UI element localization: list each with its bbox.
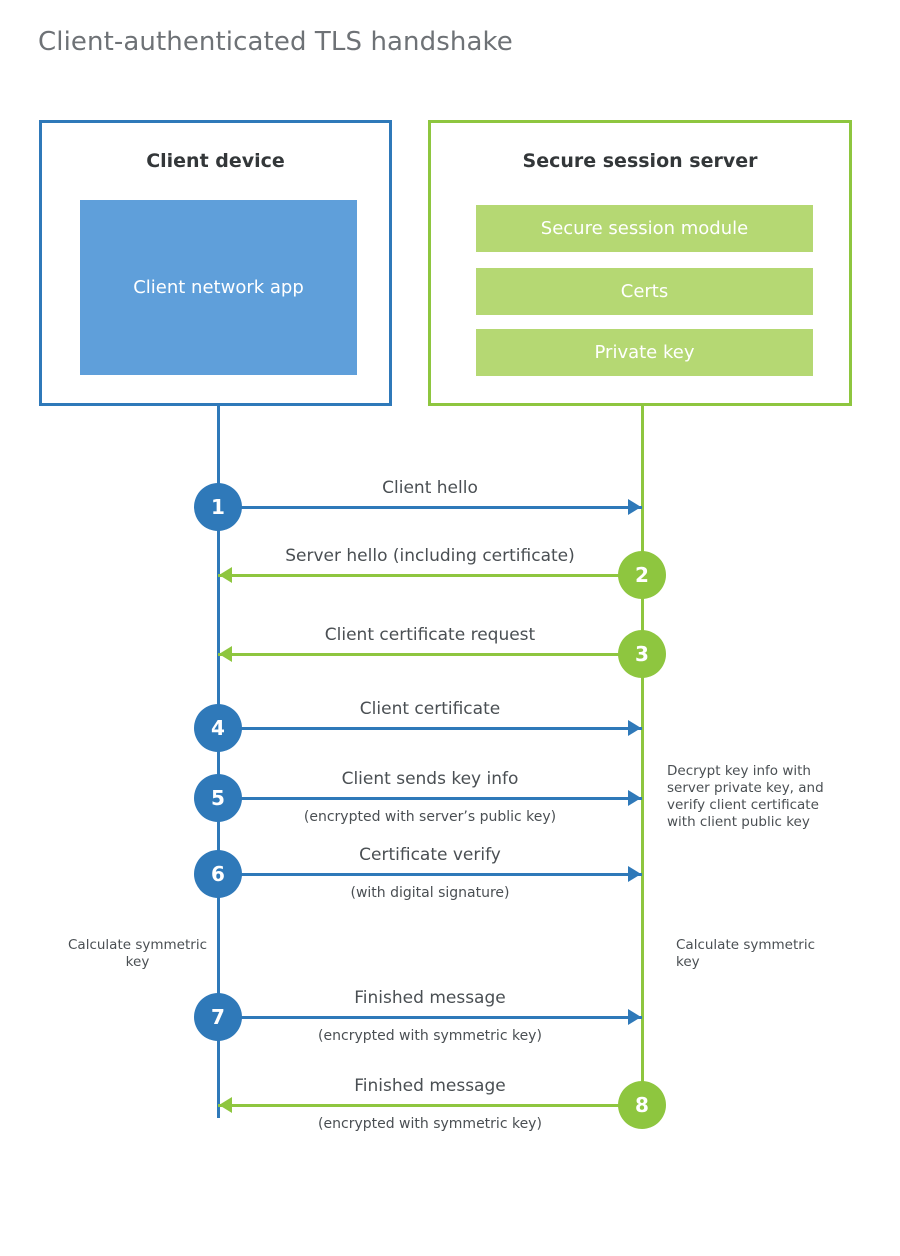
message-arrow-line-1: [218, 506, 642, 509]
lifeline-server: [641, 406, 644, 1106]
arrowhead-icon-6: [628, 866, 641, 882]
arrowhead-icon-8: [219, 1097, 232, 1113]
note-server-decrypt: Decrypt key info with server private key…: [667, 763, 824, 830]
message-label-3: Client certificate request: [324, 625, 536, 645]
server-row-certs: Certs: [476, 268, 813, 315]
client-box-title: Client device: [146, 150, 285, 172]
participant-box-client: Client device Client network app: [39, 120, 392, 406]
server-box-title: Secure session server: [522, 150, 758, 172]
arrowhead-icon-7: [628, 1009, 641, 1025]
message-arrow-line-7: [218, 1016, 642, 1019]
message-label-6: Certificate verify: [359, 845, 501, 865]
step-circle-3[interactable]: 3: [618, 630, 666, 678]
step-circle-2[interactable]: 2: [618, 551, 666, 599]
message-sublabel-7: (encrypted with symmetric key): [318, 1028, 542, 1044]
lifeline-client: [217, 406, 220, 1118]
message-arrow-line-5: [218, 797, 642, 800]
note-client-calculate-key: Calculate symmetric key: [68, 937, 207, 970]
step-circle-5[interactable]: 5: [194, 774, 242, 822]
step-circle-1[interactable]: 1: [194, 483, 242, 531]
note-server-calculate-key: Calculate symmetric key: [676, 937, 815, 970]
arrowhead-icon-3: [219, 646, 232, 662]
message-sublabel-8: (encrypted with symmetric key): [318, 1116, 542, 1132]
message-sublabel-6: (with digital signature): [350, 885, 510, 901]
message-label-4: Client certificate: [359, 699, 501, 719]
server-row-private-key: Private key: [476, 329, 813, 376]
arrowhead-icon-2: [219, 567, 232, 583]
message-label-1: Client hello: [382, 478, 478, 498]
message-label-8: Finished message: [354, 1076, 506, 1096]
message-arrow-line-6: [218, 873, 642, 876]
server-row-secure-session-module: Secure session module: [476, 205, 813, 252]
step-circle-6[interactable]: 6: [194, 850, 242, 898]
message-label-7: Finished message: [354, 988, 506, 1008]
message-arrow-line-4: [218, 727, 642, 730]
message-label-2: Server hello (including certificate): [285, 546, 575, 566]
step-circle-4[interactable]: 4: [194, 704, 242, 752]
page-title: Client-authenticated TLS handshake: [38, 27, 513, 57]
participant-box-server: Secure session server Secure session mod…: [428, 120, 852, 406]
arrowhead-icon-4: [628, 720, 641, 736]
step-circle-8[interactable]: 8: [618, 1081, 666, 1129]
arrowhead-icon-1: [628, 499, 641, 515]
arrowhead-icon-5: [628, 790, 641, 806]
message-arrow-line-8: [218, 1104, 642, 1107]
message-arrow-line-3: [218, 653, 642, 656]
message-arrow-line-2: [218, 574, 642, 577]
message-label-5: Client sends key info: [341, 769, 519, 789]
client-network-app-block: Client network app: [80, 200, 357, 375]
step-circle-7[interactable]: 7: [194, 993, 242, 1041]
message-sublabel-5: (encrypted with server’s public key): [303, 809, 557, 825]
